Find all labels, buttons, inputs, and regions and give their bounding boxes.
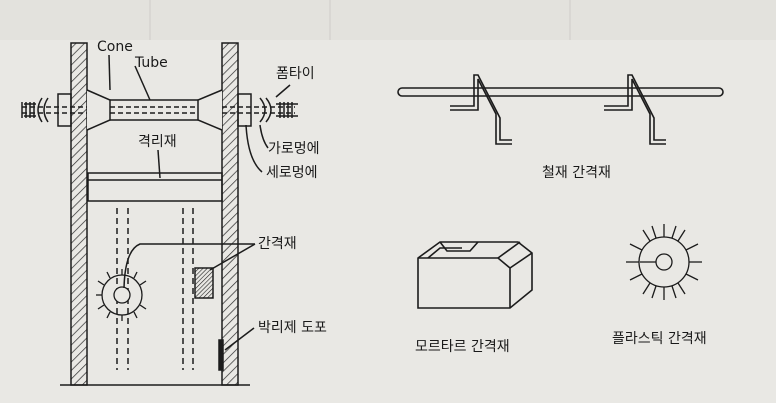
horizontal-wale-label: 가로멍에 <box>268 141 320 157</box>
steel-spacer-caption: 철재 간격재 <box>542 165 611 181</box>
mortar-spacer-figure <box>417 241 533 309</box>
leader-form-tie <box>275 84 291 98</box>
release-agent-strip <box>218 339 224 371</box>
release-agent-label: 박리제 도포 <box>258 320 327 336</box>
form-tie-label: 폼타이 <box>276 66 315 82</box>
spacer-label: 간격재 <box>258 236 297 252</box>
leader-separator <box>157 149 161 179</box>
separator-bar <box>87 172 223 202</box>
leader-horizontal-wale <box>259 124 269 149</box>
vertical-wale-label: 세로멍에 <box>266 165 318 181</box>
leader-vertical-wale <box>245 124 263 173</box>
steel-spacer-figure <box>397 74 724 145</box>
leader-spacer-block <box>209 243 256 271</box>
tube-label: Tube <box>135 55 168 71</box>
leader-cone <box>108 54 111 91</box>
right-form-panel <box>221 42 239 386</box>
mortar-spacer-caption: 모르타르 간격재 <box>415 339 510 355</box>
background-bleed <box>0 0 776 40</box>
formwork-section <box>21 42 298 386</box>
left-form-tie-washer <box>37 97 43 123</box>
section-mortar-spacer <box>194 267 214 299</box>
plastic-spacer-caption: 플라스틱 간격재 <box>612 331 707 347</box>
left-cone <box>86 89 111 131</box>
right-form-tie-washer <box>259 97 266 123</box>
cone-label: Cone <box>97 39 133 55</box>
leader-release-agent <box>224 327 255 351</box>
left-form-panel <box>70 42 88 386</box>
right-cone <box>197 89 223 131</box>
right-vertical-wale <box>237 93 252 127</box>
section-wheel-spacer <box>96 269 147 321</box>
left-vertical-wale <box>57 93 72 127</box>
separator-label: 격리재 <box>138 134 177 150</box>
plastic-spacer-figure <box>626 224 702 300</box>
leader-tube <box>134 65 151 101</box>
leader-spacer <box>123 243 255 289</box>
